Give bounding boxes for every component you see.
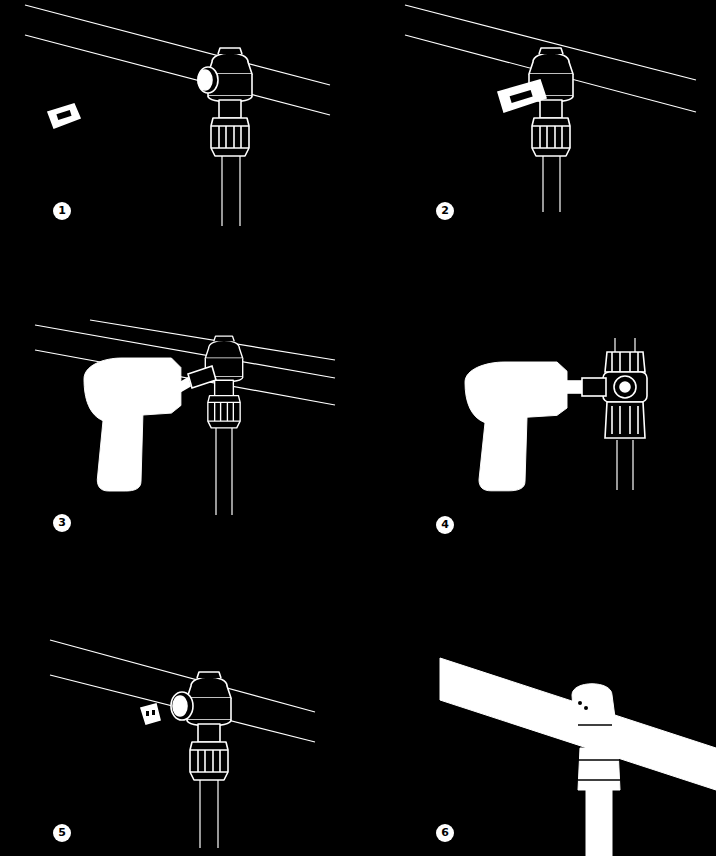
step-number: 5	[53, 824, 71, 842]
step-number: 1	[53, 202, 71, 220]
step-number: 4	[436, 516, 454, 534]
step-number: 3	[53, 514, 71, 532]
step-number: 2	[436, 202, 454, 220]
step-number: 6	[436, 824, 454, 842]
